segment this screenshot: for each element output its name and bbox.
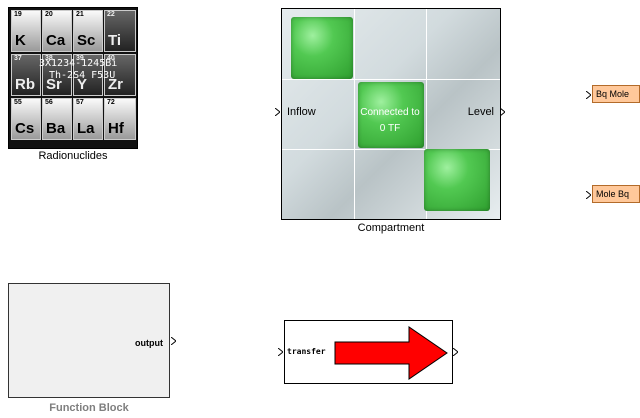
transfer-arrow-icon (333, 325, 449, 381)
element-symbol: La (77, 120, 95, 137)
inflow-port-label: Inflow (287, 106, 316, 118)
element-cell-cs: 55 Cs (11, 98, 41, 140)
atomic-number: 55 (14, 99, 22, 106)
element-cell-hf: 72 Hf (104, 98, 136, 140)
element-cell-la: 57 La (73, 98, 103, 140)
transfer-input-port-label: transfer (287, 347, 326, 356)
transfer-output-port-icon[interactable] (453, 348, 458, 356)
atomic-number: 72 (107, 99, 115, 106)
element-symbol: Sc (77, 32, 95, 49)
radionuclides-block[interactable]: 19 K 20 Ca 21 Sc 22 Ti 37 Rb 38 Sr 39 Y … (8, 7, 138, 149)
connection-status: Connected to 0 TF (352, 105, 428, 137)
element-cell-ti: 22 Ti (104, 10, 136, 52)
function-output-port-icon[interactable] (171, 337, 176, 345)
compartment-block[interactable]: Inflow Level Connected to 0 TF (281, 8, 501, 220)
connection-status-line2: 0 TF (352, 121, 428, 137)
inflow-input-port-icon[interactable] (275, 108, 280, 116)
atomic-number: 19 (14, 11, 22, 18)
bq-mole-converter-block[interactable]: Bq Mole (592, 85, 640, 103)
atomic-number: 37 (14, 55, 22, 62)
element-cell-ca: 20 Ca (42, 10, 72, 52)
bq-mole-input-port-icon[interactable] (586, 91, 591, 99)
element-symbol: Cs (15, 120, 34, 137)
level-port-label: Level (468, 106, 494, 118)
overlay-text-line1: 3X1234-1245Bi (39, 58, 117, 69)
mole-bq-input-port-icon[interactable] (586, 191, 591, 199)
transfer-arrow-shape (335, 327, 447, 379)
function-output-port-label: output (135, 338, 163, 348)
atomic-number: 57 (76, 99, 84, 106)
connection-status-line1: Connected to (352, 105, 428, 121)
green-cell (424, 149, 490, 211)
compartment-caption: Compartment (281, 222, 501, 234)
element-cell-rb: 37 Rb (11, 54, 41, 96)
atomic-number: 22 (107, 11, 115, 18)
overlay-text-line2: Th-2S4 F53U (49, 70, 115, 81)
element-symbol: Rb (15, 76, 35, 93)
atomic-number: 20 (45, 11, 53, 18)
transfer-block[interactable]: transfer (284, 320, 453, 384)
function-block-caption: Function Block (8, 402, 170, 414)
radionuclides-caption: Radionuclides (8, 150, 138, 162)
transfer-input-port-icon[interactable] (278, 348, 283, 356)
element-symbol: Ti (108, 32, 121, 49)
atomic-number: 21 (76, 11, 84, 18)
element-symbol: Ba (46, 120, 65, 137)
element-symbol: Ca (46, 32, 65, 49)
element-symbol: Hf (108, 120, 124, 137)
grid-line (282, 79, 500, 80)
mole-bq-converter-block[interactable]: Mole Bq (592, 185, 640, 203)
function-block[interactable]: output (8, 283, 170, 398)
element-cell-sc: 21 Sc (73, 10, 103, 52)
level-output-port-icon[interactable] (500, 108, 505, 116)
element-symbol: K (15, 32, 26, 49)
atomic-number: 56 (45, 99, 53, 106)
green-cell (291, 17, 353, 79)
element-cell-k: 19 K (11, 10, 41, 52)
element-cell-ba: 56 Ba (42, 98, 72, 140)
